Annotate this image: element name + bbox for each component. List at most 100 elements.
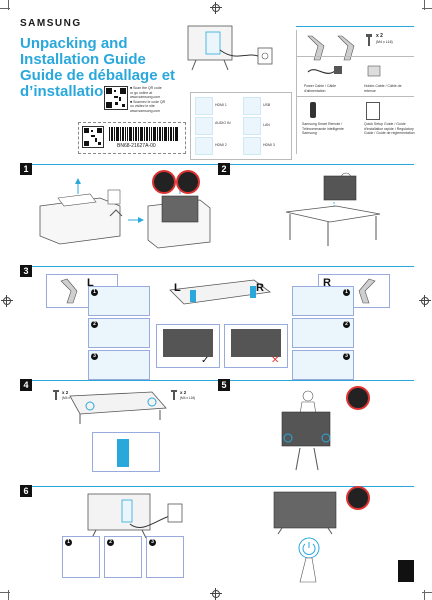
qr-text: ■ Scannez le code QR — [130, 99, 166, 104]
port-label: HDMI 2 — [215, 143, 227, 147]
section-divider — [20, 266, 414, 267]
screw-icon — [171, 390, 177, 400]
stand-mount-icon — [117, 439, 129, 467]
crop-mark — [8, 0, 9, 10]
port-label: USB — [263, 103, 271, 107]
remote-label: Samsung Smart Remote / Télécommande inte… — [302, 122, 344, 135]
divider — [296, 30, 297, 154]
page-corner-tab — [398, 560, 414, 582]
tv-front-illustration — [273, 491, 337, 535]
correct-example-panel: ✓ — [156, 324, 220, 368]
step-panel: 3 — [292, 350, 354, 380]
tv-cable-illustration — [87, 493, 183, 539]
screw-icon — [53, 390, 59, 400]
qr-text: www.samsung.com — [130, 95, 161, 99]
holder-cable-icon — [367, 65, 381, 77]
crop-mark — [0, 8, 10, 9]
step-number: 1 — [91, 289, 98, 296]
step-number: 2 — [343, 321, 350, 328]
screw-qty: x 2 — [180, 390, 187, 395]
brand-logo: SAMSUNG — [20, 18, 82, 29]
divider — [296, 56, 414, 57]
screw-spec: (M4 x L16) — [180, 396, 196, 400]
qr-pattern — [106, 88, 126, 108]
step-number: 1 — [343, 289, 350, 296]
divider — [296, 26, 414, 27]
hdmi-port-icon — [243, 137, 261, 155]
tv-lift-illustration — [281, 390, 331, 471]
qr-text: ■ Scan the QR code — [130, 86, 162, 90]
no-hands-warning-icon — [152, 170, 176, 194]
power-button-press-illustration — [298, 537, 320, 583]
step-number: 1 — [65, 539, 72, 546]
tv-screen — [163, 329, 213, 357]
crop-mark — [422, 592, 432, 593]
holder-cable-label: Holder-Cable / Câble de retenue — [364, 84, 402, 93]
step-panel: 2 — [104, 536, 142, 578]
guide-label: Quick Setup Guide / Guide d'installation… — [364, 122, 415, 135]
qr-code — [82, 126, 104, 148]
screw-spec: (M4 x L16) — [376, 40, 393, 44]
title-line: Unpacking and — [20, 35, 128, 52]
screw-qty: x 2 — [376, 33, 383, 39]
screw-spec: (M4 x L16) — [62, 396, 78, 400]
step-number: 2 — [91, 321, 98, 328]
cross-icon: ✕ — [271, 355, 280, 366]
step-number: 3 — [91, 353, 98, 360]
side-label-right: R — [256, 282, 264, 294]
audio-port-icon — [195, 117, 213, 135]
step-panel: 2 — [88, 318, 150, 348]
power-port-icon — [243, 97, 261, 115]
qr-text: www.samsung.com — [130, 108, 161, 113]
section-divider — [20, 486, 414, 487]
divider — [296, 96, 414, 97]
barcode — [109, 127, 178, 141]
stand-leg-icon — [358, 278, 376, 304]
screw-detail-panel — [92, 432, 160, 472]
section-number: 1 — [20, 163, 32, 175]
no-hands-warning-icon — [346, 486, 370, 510]
stand-leg-icon — [60, 278, 78, 304]
crop-mark — [424, 590, 425, 600]
side-label-left: L — [174, 282, 181, 294]
registration-mark — [419, 295, 431, 307]
section-number: 3 — [20, 265, 32, 277]
step-number: 3 — [343, 353, 350, 360]
crop-mark — [0, 592, 10, 593]
registration-mark — [210, 2, 222, 14]
title-line: Guide de déballage et — [20, 67, 176, 84]
incorrect-example-panel: ✕ — [224, 324, 288, 368]
power-cable-icon — [307, 66, 342, 75]
crop-mark — [422, 8, 432, 9]
tv-rear-illustration — [187, 25, 273, 71]
section-divider — [20, 380, 414, 381]
tv-screen — [231, 329, 281, 357]
screw-qty: x 2 — [62, 390, 69, 395]
section-number: 4 — [20, 379, 32, 391]
usb-port-icon — [195, 97, 213, 115]
stand-legs-icon — [307, 35, 355, 61]
check-icon: ✓ — [201, 355, 210, 366]
lan-port-icon — [243, 117, 261, 135]
port-label: HDMI 3 — [263, 143, 275, 147]
step-panel: 2 — [292, 318, 354, 348]
section-number: 6 — [20, 485, 32, 497]
port-label: LAN — [263, 123, 270, 127]
side-label-right: R — [323, 277, 331, 289]
step-panel: 1 — [62, 536, 100, 578]
remote-icon — [310, 102, 316, 118]
barcode-number: BN68-21627A-00 — [117, 143, 156, 149]
crop-mark — [8, 590, 9, 600]
ports-panel: HDMI 1 USB AUDIO IN LAN HDMI 2 HDMI 3 — [190, 92, 292, 160]
step-panel: 3 — [146, 536, 184, 578]
step-number: 2 — [107, 539, 114, 546]
qr-text: or go online at — [130, 90, 153, 95]
qr-pattern — [84, 128, 102, 146]
crop-mark — [424, 0, 425, 10]
tv-screw-illustration — [69, 391, 167, 424]
registration-mark — [210, 588, 222, 600]
section-number: 2 — [218, 163, 230, 175]
title-line: Installation Guide — [20, 51, 146, 68]
no-hands-warning-icon — [346, 386, 370, 410]
qr-code-small — [104, 86, 128, 110]
